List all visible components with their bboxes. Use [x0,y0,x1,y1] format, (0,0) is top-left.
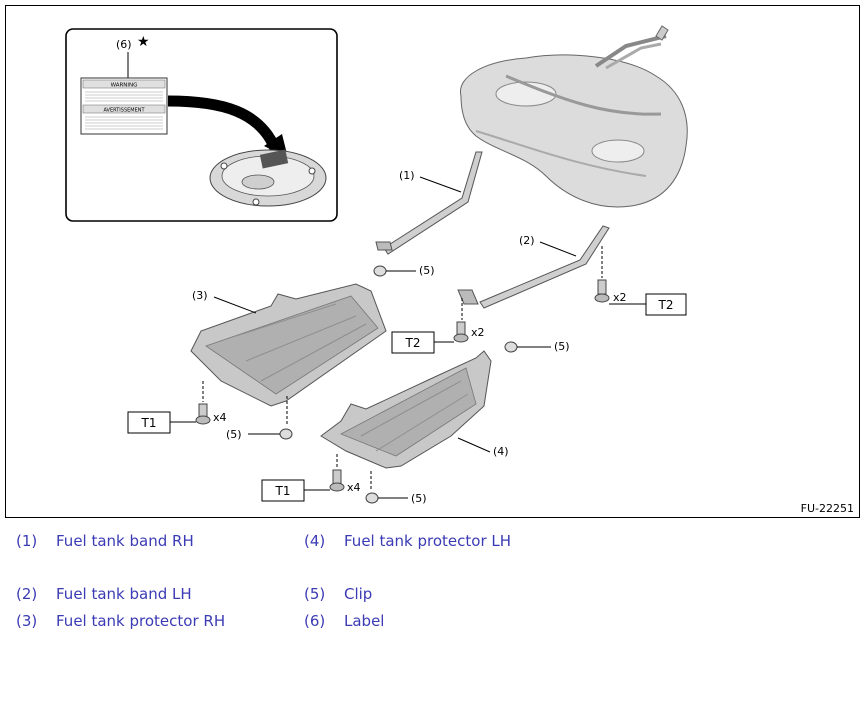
callout-5-bottom: (5) [411,492,427,505]
qty-x4-upper: x4 [213,411,227,424]
callout-5-top: (5) [419,264,435,277]
diagram-canvas: (6) ★ WARNING AVERTISSEMENT [65,25,688,505]
legend-text: Clip [344,585,373,603]
legend-text: Label [344,612,385,630]
legend-num: (5) [304,585,326,603]
callout-2: (2) [519,234,535,247]
warning-text: WARNING [111,83,138,89]
legend-item-4: (4) Fuel tank protector LH [304,532,511,550]
fuel-tank-band-rh [375,151,483,255]
legend-num: (4) [304,532,326,550]
fuel-tank-protector-lh [320,350,492,469]
qty-x2-right: x2 [613,291,627,304]
legend-text: Fuel tank protector RH [56,612,226,630]
legend-num: (2) [16,585,38,603]
legend-item-6: (6) Label [304,612,384,630]
legend-num: (3) [16,612,38,630]
clip-1: (5) [373,264,435,277]
label-inset: (6) ★ WARNING AVERTISSEMENT [65,28,338,222]
qty-x4-lower: x4 [347,481,361,494]
legend-item-3: (3) Fuel tank protector RH [16,612,225,630]
clip-3: (5) [226,396,293,441]
callout-3: (3) [192,289,208,302]
callout-1: (1) [399,169,415,182]
legend-item-1: (1) Fuel tank band RH [16,532,194,550]
star-icon: ★ [137,34,150,50]
qty-x2-center: x2 [471,326,485,339]
legend-text: Fuel tank protector LH [344,532,512,550]
torque-t1-lower: T1 [275,484,291,498]
legend-item-5: (5) Clip [304,585,372,603]
fuel-tank-protector-rh [190,283,387,407]
callout-5-right: (5) [554,340,570,353]
bolt-t1-upper: x4 T1 [127,381,227,434]
legend-text: Fuel tank band RH [56,532,194,550]
callout-4: (4) [493,445,509,458]
clip-2: (5) [504,340,570,353]
legend-num: (1) [16,532,38,550]
torque-t1-upper: T1 [141,416,157,430]
avertissement-text: AVERTISSEMENT [103,108,145,114]
bolt-t2-right: x2 T2 [594,246,687,316]
torque-t2-center: T2 [405,336,421,350]
torque-t2-right: T2 [658,298,674,312]
bolt-t1-lower: x4 T1 [261,454,361,502]
callout-5-left: (5) [226,428,242,441]
clip-4: (5) [365,471,427,505]
warning-label-graphic: WARNING AVERTISSEMENT [80,77,168,135]
legend-text: Fuel tank band LH [56,585,192,603]
fuel-tank-graphic [460,25,688,208]
fuel-tank-band-lh [457,225,610,309]
parts-diagram: (6) ★ WARNING AVERTISSEMENT [5,5,860,518]
bolt-t2-center: x2 T2 [391,298,485,354]
legend-num: (6) [304,612,326,630]
figure-code: FU-22251 [800,502,854,515]
pump-plate-graphic [209,149,327,207]
callout-6: (6) [116,38,132,51]
legend-item-2: (2) Fuel tank band LH [16,585,192,603]
